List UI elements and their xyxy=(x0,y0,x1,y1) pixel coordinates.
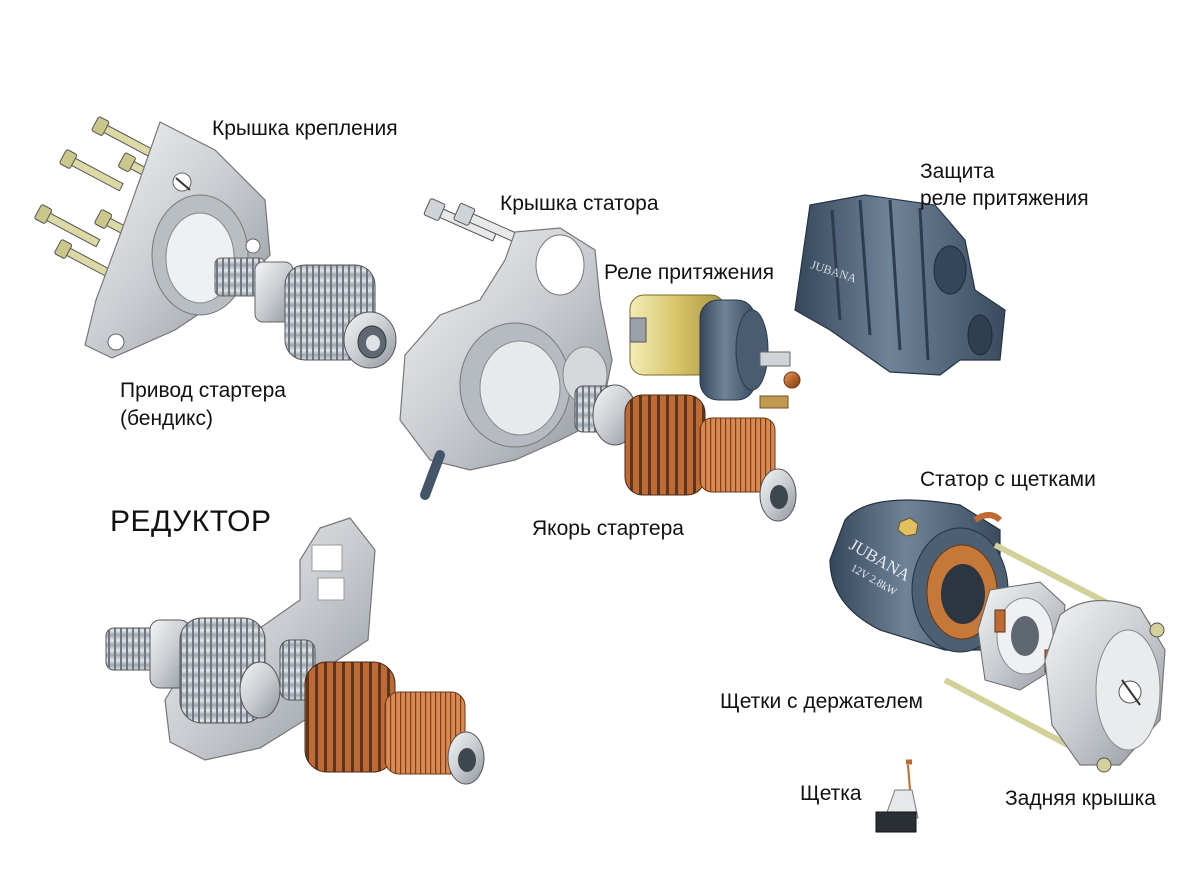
armature xyxy=(574,384,797,522)
label-stator-cover: Крышка статора xyxy=(500,192,659,215)
label-mount-cover: Крышка крепления xyxy=(212,117,398,140)
label-armature: Якорь стартера xyxy=(532,517,684,540)
brush xyxy=(875,759,919,833)
label-brush: Щетка xyxy=(800,782,862,805)
brush-holder xyxy=(977,581,1066,691)
label-rear-cover: Задняя крышка xyxy=(1005,787,1156,810)
mount-cover xyxy=(84,121,271,359)
label-drive-line2: (бендикс) xyxy=(120,407,213,430)
label-guard-line1: Защита xyxy=(920,160,995,183)
stator-cover-bolts xyxy=(423,198,518,243)
reducer-assembly xyxy=(105,517,485,785)
label-solenoid: Реле притяжения xyxy=(604,261,775,284)
label-reducer: РЕДУКТОР xyxy=(110,505,272,538)
label-stator: Статор с щетками xyxy=(920,468,1096,491)
label-brush-holder: Щетки с держателем xyxy=(720,690,923,713)
solenoid-guard: JUBANA xyxy=(794,194,1006,376)
rear-cover xyxy=(1044,599,1166,773)
solenoid xyxy=(629,294,801,409)
starter-drive xyxy=(214,257,397,369)
stator-cover xyxy=(399,227,613,500)
label-drive-line1: Привод стартера xyxy=(120,379,286,402)
label-guard-line2: реле притяжения xyxy=(920,187,1089,210)
